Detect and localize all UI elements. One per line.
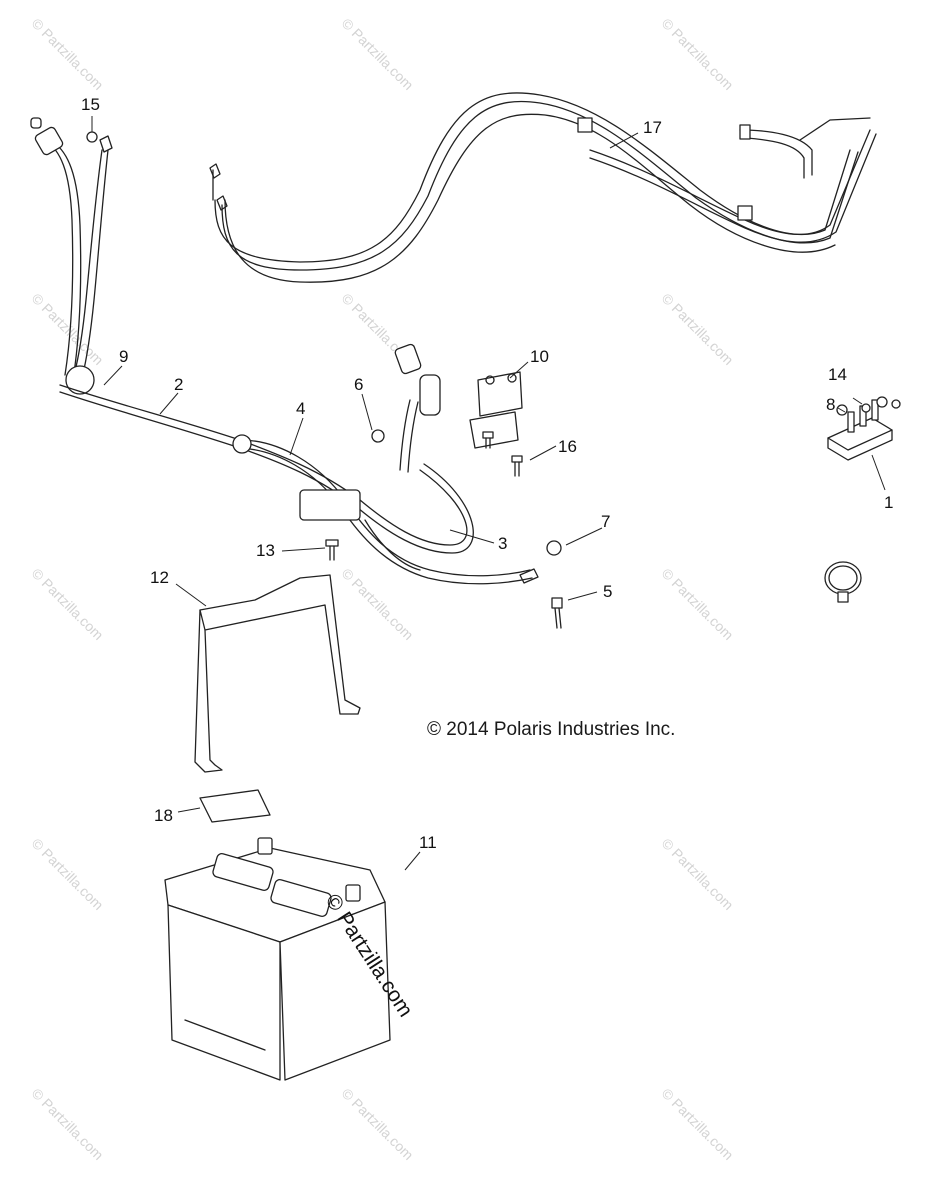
battery-bracket-12 bbox=[194, 574, 361, 773]
bolt-16 bbox=[482, 431, 523, 477]
callout-11: 11 bbox=[419, 833, 437, 852]
callout-5: 5 bbox=[603, 582, 612, 601]
cable-15 bbox=[30, 117, 113, 381]
callout-2: 2 bbox=[174, 375, 183, 394]
nut-14 bbox=[876, 396, 888, 408]
terminal-block-1 bbox=[827, 399, 893, 461]
battery-cable-harness bbox=[59, 343, 539, 585]
nut-6 bbox=[371, 429, 385, 443]
callout-15: 15 bbox=[81, 95, 100, 114]
copyright-notice: © 2014 Polaris Industries Inc. bbox=[427, 719, 676, 740]
callout-14: 14 bbox=[828, 365, 847, 384]
callout-13: 13 bbox=[256, 541, 275, 560]
callout-4: 4 bbox=[296, 399, 305, 418]
callout-7: 7 bbox=[601, 512, 610, 531]
cable-harness-17 bbox=[209, 92, 877, 283]
callout-1: 1 bbox=[884, 493, 893, 512]
callout-10: 10 bbox=[530, 347, 549, 366]
callout-9: 9 bbox=[119, 347, 128, 366]
callout-16: 16 bbox=[558, 437, 577, 456]
battery-11 bbox=[164, 837, 391, 1081]
solenoid-10 bbox=[469, 371, 523, 449]
battery-pad-18 bbox=[199, 789, 271, 823]
callout-3: 3 bbox=[498, 534, 507, 553]
screw-14 bbox=[891, 399, 901, 409]
bolt-13 bbox=[325, 539, 339, 561]
callout-12: 12 bbox=[150, 568, 169, 587]
callout-18: 18 bbox=[154, 806, 173, 825]
nut-7 bbox=[546, 540, 562, 556]
callout-8: 8 bbox=[826, 395, 835, 414]
washer-14 bbox=[861, 403, 871, 413]
callout-6: 6 bbox=[354, 375, 363, 394]
stud-5 bbox=[551, 597, 563, 629]
hose-clamp bbox=[824, 561, 862, 603]
callout-17: 17 bbox=[643, 118, 662, 137]
